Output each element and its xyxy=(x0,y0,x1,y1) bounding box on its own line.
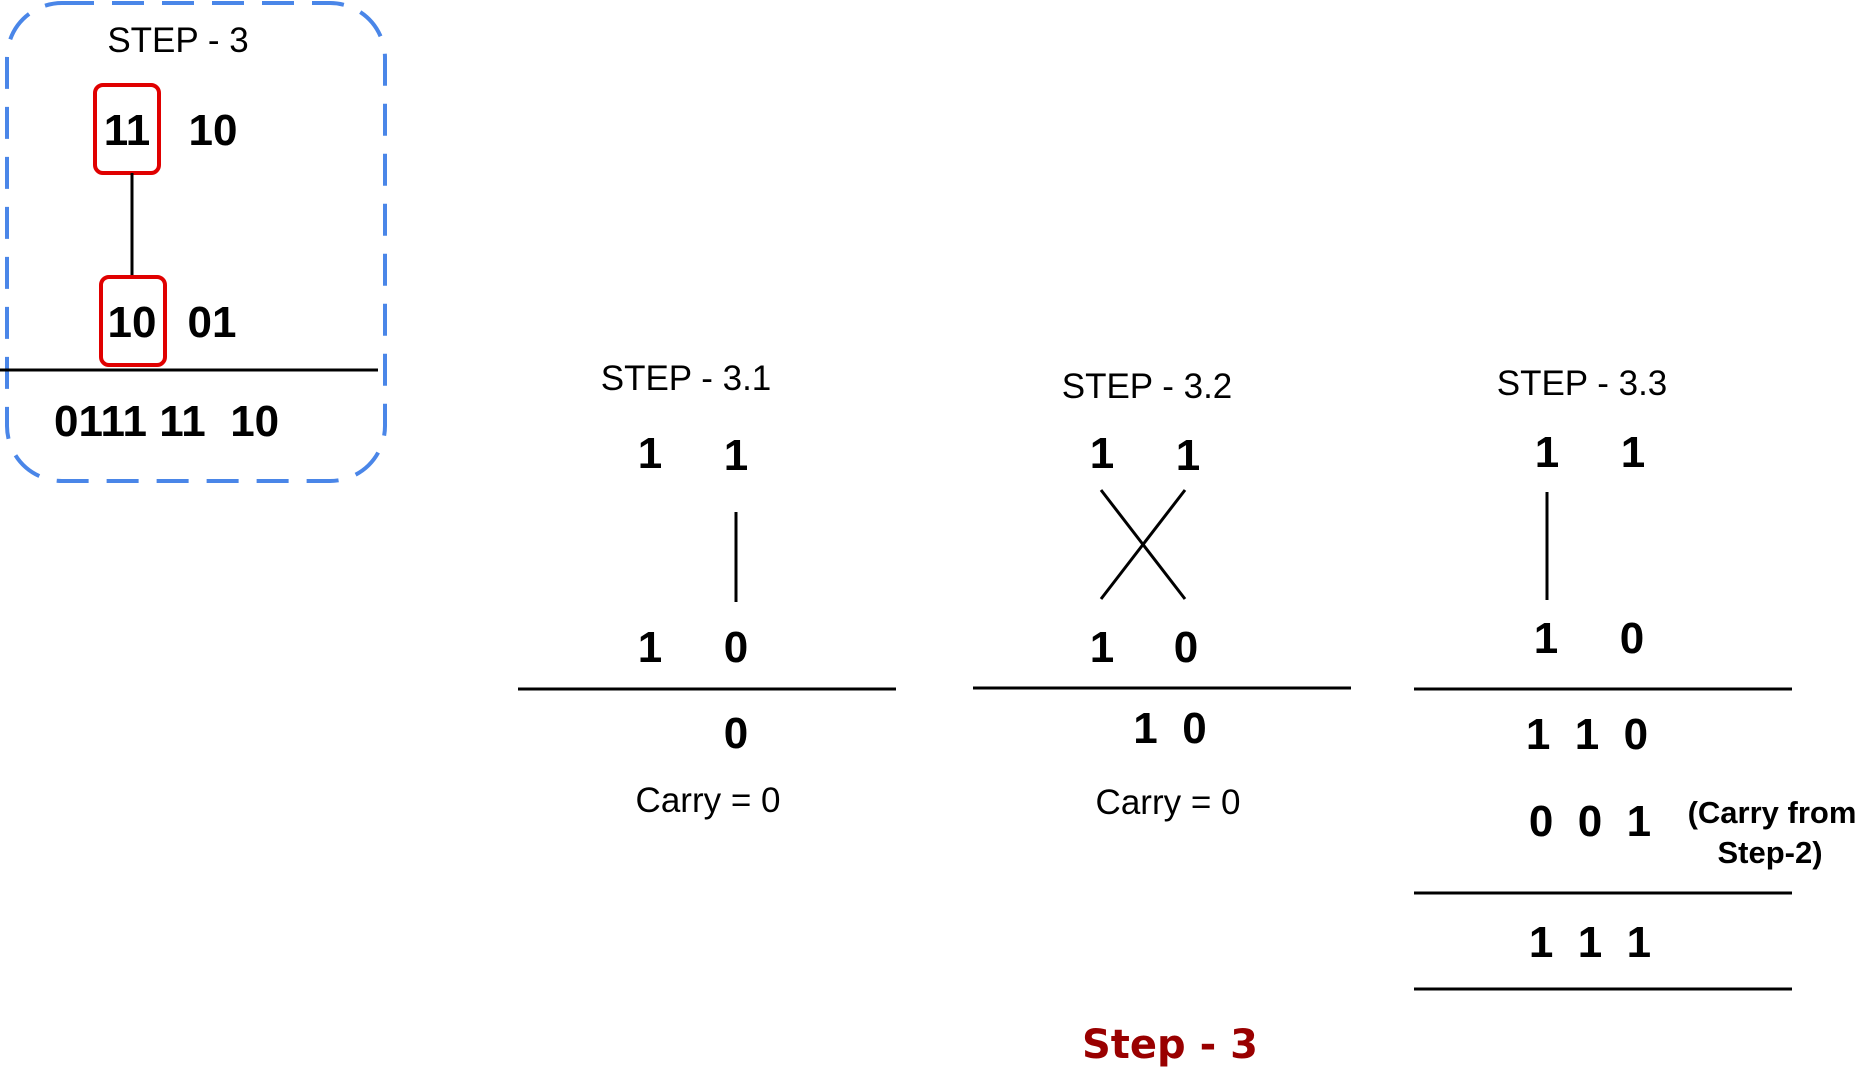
step3-panel: STEP - 3 11 10 10 01 0111 11 10 xyxy=(0,1,387,483)
step3-bottom-right: 01 xyxy=(188,298,237,347)
step31-top-digit-1: 1 xyxy=(638,429,662,478)
step33-bottom-digit-1: 1 xyxy=(1534,614,1558,663)
step33-title: STEP - 3.3 xyxy=(1497,364,1668,403)
step32-cross-line-2 xyxy=(1099,489,1187,600)
step32-bottom-digit-2: 0 xyxy=(1174,623,1198,672)
step3-bottom-left: 10 xyxy=(108,298,157,347)
step3-title: STEP - 3 xyxy=(107,21,248,60)
step31-result: 0 xyxy=(724,709,748,758)
highlight-box-top xyxy=(93,83,161,175)
step33-top-digit-2: 1 xyxy=(1621,428,1645,477)
step3-top-left: 11 xyxy=(104,106,151,155)
step31-carry: Carry = 0 xyxy=(636,781,781,820)
step33-carry-note-line1: (Carry from xyxy=(1688,795,1857,830)
step32-title: STEP - 3.2 xyxy=(1062,367,1233,406)
step3-result: 0111 11 10 xyxy=(54,397,279,446)
step32-result: 1 0 xyxy=(1133,704,1206,753)
step31-bottom-digit-2: 0 xyxy=(724,623,748,672)
step31-top-digit-2: 1 xyxy=(724,431,748,480)
step31-bottom-digit-1: 1 xyxy=(638,623,662,672)
step33-bottom-digit-2: 0 xyxy=(1620,614,1644,663)
step33-carry-note-line2: Step-2) xyxy=(1717,835,1822,870)
step32-carry: Carry = 0 xyxy=(1096,783,1241,822)
step33-sum: 1 1 1 xyxy=(1529,918,1651,967)
step33-carry-row: 0 0 1 xyxy=(1529,797,1651,846)
figure-caption: Step - 3 xyxy=(1082,1022,1258,1068)
highlight-box-bottom xyxy=(99,275,167,367)
step3-top-right: 10 xyxy=(189,106,238,155)
step32-bottom-digit-1: 1 xyxy=(1090,623,1114,672)
step32-top-digit-1: 1 xyxy=(1090,429,1114,478)
step33-panel: STEP - 3.3 1 1 1 0 1 1 0 0 0 1 (Carry fr… xyxy=(1414,364,1857,991)
step32-top-digit-2: 1 xyxy=(1176,431,1200,480)
step31-title: STEP - 3.1 xyxy=(601,359,772,398)
step33-top-digit-1: 1 xyxy=(1535,428,1559,477)
step31-panel: STEP - 3.1 1 1 1 0 0 Carry = 0 xyxy=(518,359,896,820)
step33-partial: 1 1 0 xyxy=(1526,710,1648,759)
step32-panel: STEP - 3.2 1 1 1 0 1 0 Carry = 0 xyxy=(973,367,1351,822)
